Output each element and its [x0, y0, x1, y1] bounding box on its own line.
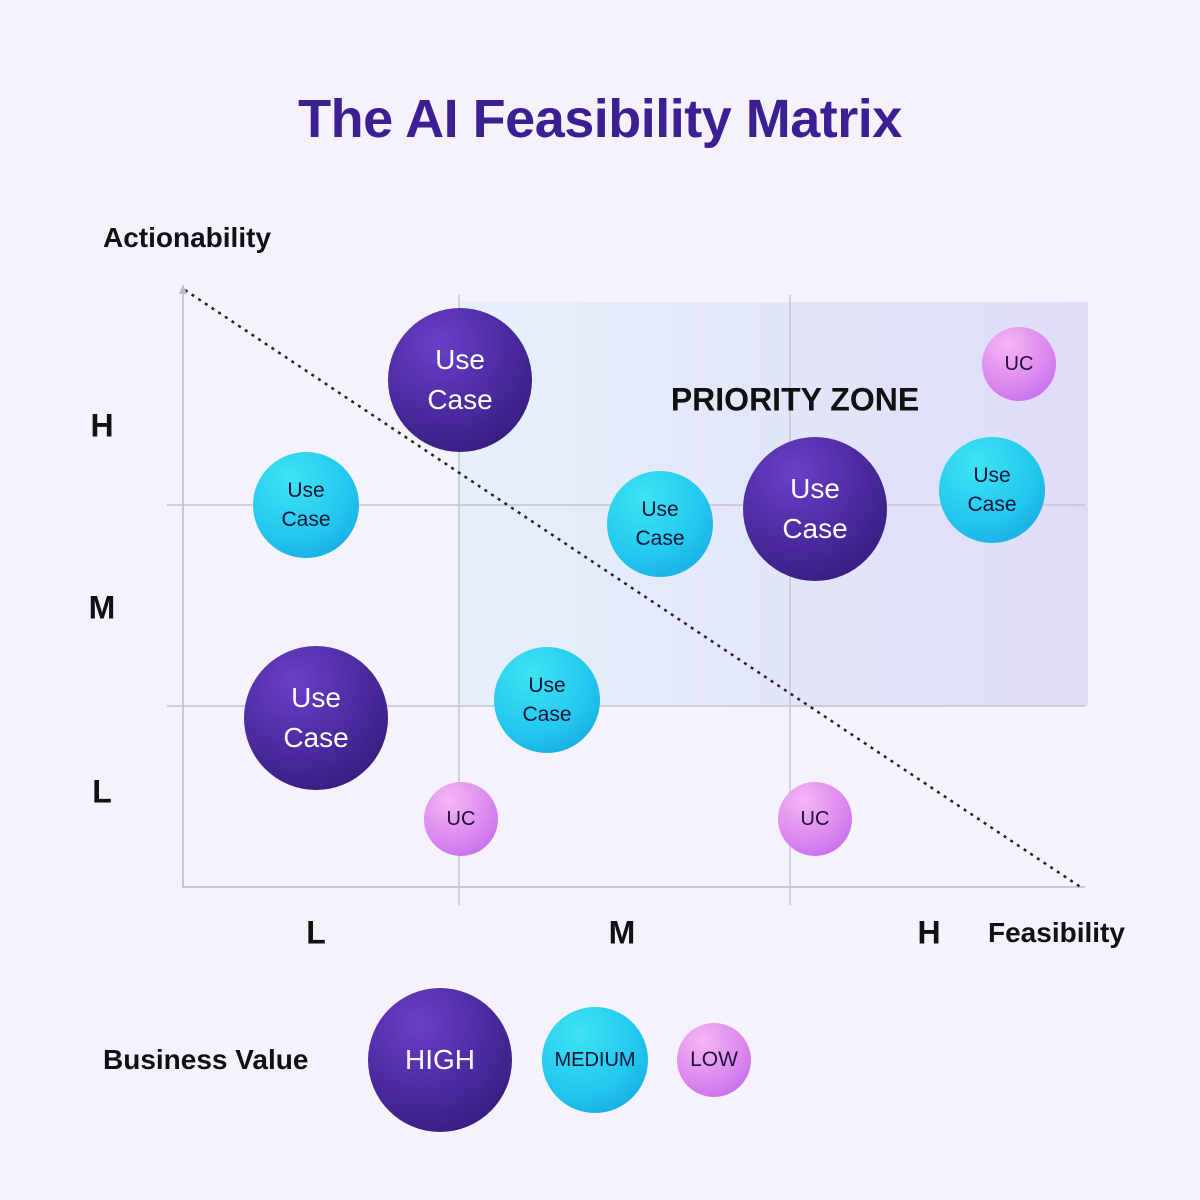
legend-medium-bubble: MEDIUM — [542, 1007, 648, 1113]
legend-title: Business Value — [103, 1044, 309, 1075]
legend-low-bubble: LOW — [677, 1023, 751, 1097]
priority-zone-label: PRIORITY ZONE — [670, 381, 920, 418]
legend-high-bubble: HIGH — [368, 988, 512, 1132]
y-tick-l: L — [92, 773, 112, 810]
arrow-head-y-icon — [179, 284, 187, 294]
y-tick-h: H — [90, 407, 114, 444]
x-tick-l: L — [306, 914, 326, 951]
use-case-bubble: Use Case — [607, 471, 713, 577]
use-case-bubble: Use Case — [743, 437, 887, 581]
use-case-bubble: Use Case — [939, 437, 1045, 543]
use-case-bubble: UC — [982, 327, 1056, 401]
x-tick-h: H — [917, 914, 941, 951]
use-case-bubble: UC — [778, 782, 852, 856]
use-case-bubble: UC — [424, 782, 498, 856]
page-title: The AI Feasibility Matrix — [298, 89, 902, 149]
y-tick-m: M — [88, 589, 116, 626]
use-case-bubble: Use Case — [494, 647, 600, 753]
y-axis-title: Actionability — [103, 222, 272, 253]
use-case-bubble: Use Case — [388, 308, 532, 452]
diagonal-divider — [184, 288, 1083, 890]
x-tick-m: M — [608, 914, 636, 951]
use-case-bubble: Use Case — [253, 452, 359, 558]
x-axis-title: Feasibility — [988, 917, 1125, 948]
use-case-bubble: Use Case — [244, 646, 388, 790]
